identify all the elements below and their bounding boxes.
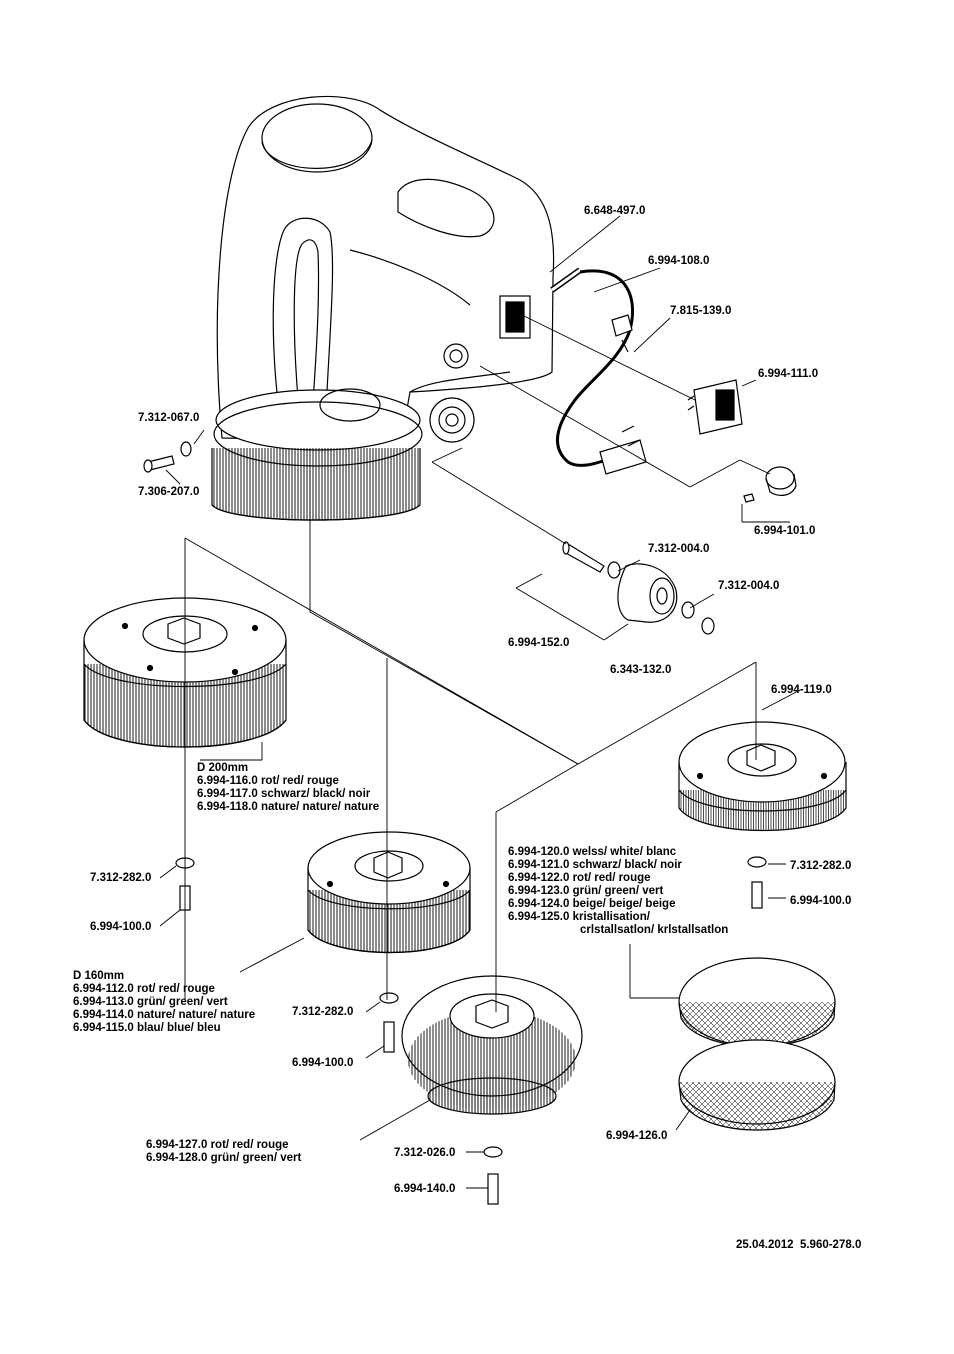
footer-date: 25.04.2012	[736, 1239, 794, 1251]
label-6994-126: 6.994-126.0	[606, 1130, 668, 1142]
block-d200-brushes: D 200mm 6.994-116.0 rot/ red/ rouge 6.99…	[197, 762, 379, 814]
block-d160-line-4: 6.994-114.0 nature/ nature/ nature	[73, 1009, 256, 1021]
label-6994-100-b: 6.994-100.0	[790, 895, 852, 907]
label-7312-026: 7.312-026.0	[394, 1147, 456, 1159]
block-pads-line-7: crlstallsatlon/ krlstallsatlon	[580, 924, 729, 936]
label-6994-152: 6.994-152.0	[508, 637, 570, 649]
label-6648-497: 6.648-497.0	[584, 205, 646, 217]
block-wire-line-1: 6.994-127.0 rot/ red/ rouge	[146, 1139, 289, 1151]
label-6994-111: 6.994-111.0	[758, 368, 819, 380]
block-d160-line-5: 6.994-115.0 blau/ blue/ bleu	[73, 1022, 221, 1034]
machine-brush	[211, 448, 421, 521]
footer: 25.04.2012 5.960-278.0	[736, 1239, 861, 1252]
block-d200-line-2: 6.994-116.0 rot/ red/ rouge	[197, 775, 339, 787]
knob-part	[743, 466, 797, 503]
block-wire-brushes: 6.994-127.0 rot/ red/ rouge 6.994-128.0 …	[146, 1139, 301, 1165]
switch-part	[687, 379, 743, 435]
block-d200-line-3: 6.994-117.0 schwarz/ black/ noir	[197, 788, 371, 800]
side-screw	[143, 441, 192, 473]
label-7312-004-a: 7.312-004.0	[648, 543, 710, 555]
pad-holder-119	[678, 721, 847, 831]
label-7312-067: 7.312-067.0	[138, 412, 200, 424]
label-6343-132: 6.343-132.0	[610, 664, 672, 676]
block-pads-line-5: 6.994-124.0 beige/ beige/ beige	[508, 898, 676, 910]
label-7312-282-a: 7.312-282.0	[90, 872, 152, 884]
block-d200-line-4: 6.994-118.0 nature/ nature/ nature	[197, 801, 380, 813]
block-pads-line-1: 6.994-120.0 welss/ white/ blanc	[508, 846, 677, 858]
label-6994-140: 6.994-140.0	[394, 1183, 456, 1195]
label-7306-207: 7.306-207.0	[138, 486, 200, 498]
label-6994-100-c: 6.994-100.0	[292, 1057, 354, 1069]
leader-lines	[159, 215, 801, 1189]
brush-d160	[307, 831, 471, 954]
label-6994-101: 6.994-101.0	[754, 525, 816, 537]
block-d160-line-3: 6.994-113.0 grün/ green/ vert	[73, 996, 228, 1008]
power-cable	[556, 269, 647, 475]
block-wire-line-2: 6.994-128.0 grün/ green/ vert	[146, 1152, 302, 1164]
footer-doc-number: 5.960-278.0	[799, 1239, 862, 1251]
label-7312-004-b: 7.312-004.0	[718, 580, 780, 592]
wire-brush	[401, 975, 583, 1115]
label-7312-282-b: 7.312-282.0	[790, 860, 852, 872]
label-6994-108: 6.994-108.0	[648, 255, 710, 267]
wheel-parts	[562, 541, 715, 635]
machine-body	[213, 95, 582, 467]
label-7815-139: 7.815-139.0	[670, 305, 732, 317]
pads	[678, 957, 836, 1131]
block-pads-line-6: 6.994-125.0 kristallisation/	[508, 911, 650, 923]
block-pads-line-2: 6.994-121.0 schwarz/ black/ noir	[508, 859, 682, 871]
block-pads: 6.994-120.0 welss/ white/ blanc 6.994-12…	[508, 846, 728, 937]
block-d160-line-2: 6.994-112.0 rot/ red/ rouge	[73, 983, 215, 995]
block-pads-line-3: 6.994-122.0 rot/ red/ rouge	[508, 872, 651, 884]
label-6994-100-a: 6.994-100.0	[90, 921, 152, 933]
block-d160-brushes: D 160mm 6.994-112.0 rot/ red/ rouge 6.99…	[73, 970, 255, 1035]
block-d160-line-1: D 160mm	[73, 970, 125, 982]
label-6994-119: 6.994-119.0	[771, 684, 832, 696]
block-pads-line-4: 6.994-123.0 grün/ green/ vert	[508, 885, 664, 897]
label-7312-282-c: 7.312-282.0	[292, 1006, 354, 1018]
block-d200-line-1: D 200mm	[197, 762, 249, 774]
